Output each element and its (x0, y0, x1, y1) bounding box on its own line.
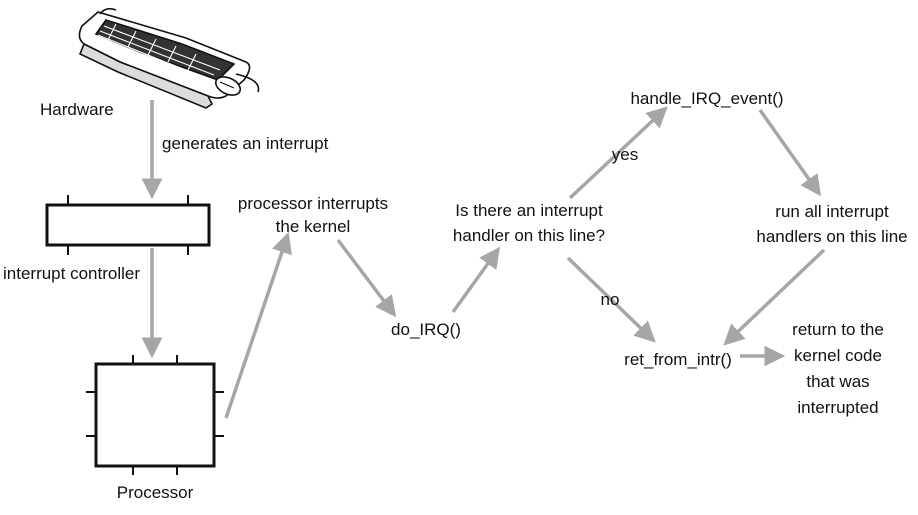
handle-irq-event-label: handle_IRQ_event() (630, 89, 783, 108)
do-irq-label: do_IRQ() (391, 320, 461, 339)
arrow-processor-to-kernel (224, 232, 292, 419)
interrupt-controller-label: interrupt controller (3, 264, 140, 283)
arrow-kernel-to-do-irq (336, 238, 397, 318)
arrow-question-to-handle-irq (568, 106, 668, 200)
arrow-do-irq-to-question (451, 246, 501, 314)
hardware-label: Hardware (40, 100, 114, 119)
yes-label: yes (612, 145, 638, 164)
return-label-line2: kernel code (794, 346, 882, 365)
question-label-line1: Is there an interrupt (455, 201, 603, 220)
processor-label: Processor (117, 483, 194, 502)
run-handlers-label-line2: handlers on this line (756, 227, 907, 246)
return-label-line4: interrupted (797, 398, 878, 417)
question-label-line2: handler on this line? (453, 226, 605, 245)
keyboard-icon (78, 7, 251, 109)
arrow-handle-irq-to-run-handlers (758, 108, 822, 197)
processor-interrupts-label-line1: processor interrupts (238, 194, 388, 213)
arrow-question-to-ret-from-intr (566, 256, 656, 343)
processor-box (86, 355, 224, 475)
no-label: no (601, 290, 620, 309)
return-label-line1: return to the (792, 320, 884, 339)
ret-from-intr-label: ret_from_intr() (624, 350, 732, 369)
interrupt-controller-box (45, 195, 211, 255)
return-label-line3: that was (806, 372, 869, 391)
processor-interrupts-label-line2: the kernel (276, 217, 351, 236)
generates-interrupt-label: generates an interrupt (162, 134, 329, 153)
run-handlers-label-line1: run all interrupt (775, 202, 889, 221)
mouse-icon (214, 73, 260, 96)
arrow-run-handlers-to-ret-from-intr (723, 248, 826, 346)
